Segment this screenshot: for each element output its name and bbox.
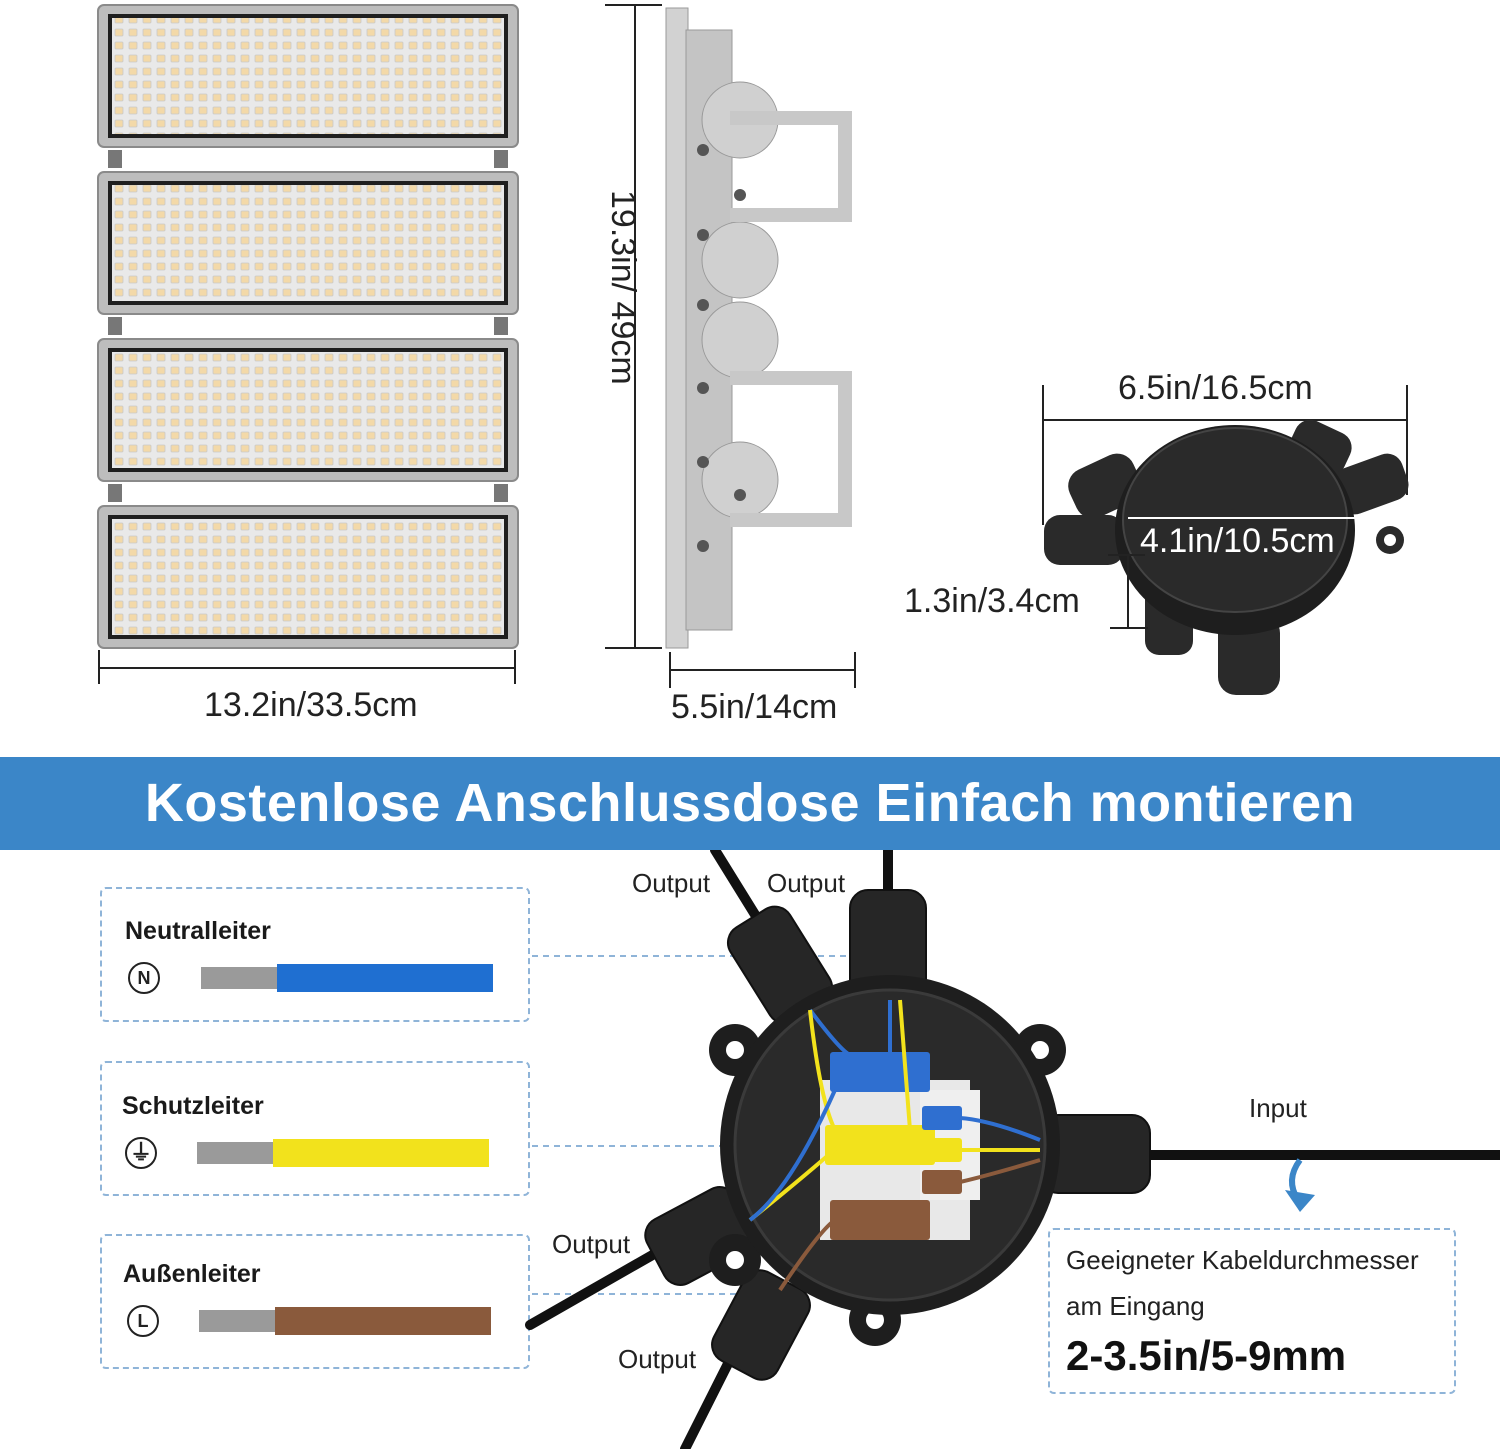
ground-wire-insulation (273, 1139, 489, 1167)
neutral-symbol-icon: N (128, 962, 160, 994)
cable-diameter-text-1: Geeigneter Kabeldurchmesser (1066, 1245, 1419, 1275)
banner-title: Kostenlose Anschlussdose Einfach montier… (144, 773, 1356, 833)
cable-diameter-text-2: am Eingang (1066, 1291, 1205, 1321)
cable-diameter-box (1048, 1228, 1456, 1394)
line-wire-label: Außenleiter (123, 1260, 261, 1288)
floodlight-front-view (97, 4, 519, 684)
neutral-wire-strip (201, 967, 277, 989)
junction-box-wiring-diagram (525, 850, 1500, 1449)
width-dimension-label: 13.2in/33.5cm (204, 686, 418, 724)
box-inner-dimension-label: 4.1in/10.5cm (1140, 522, 1335, 560)
height-dimension-label: 19.3in/ 49cm (604, 190, 642, 385)
depth-dimension-label: 5.5in/14cm (671, 688, 838, 726)
junction-box-top-view (1042, 385, 1409, 695)
led-panel-2 (97, 171, 519, 315)
neutral-wire-label: Neutralleiter (125, 917, 271, 945)
line-wire-box (100, 1234, 530, 1369)
output-label-top-left: Output (632, 868, 711, 898)
led-panel-1 (97, 4, 519, 148)
floodlight-side-view (605, 4, 856, 688)
output-label-top-right: Output (767, 868, 846, 898)
ground-wire-box (100, 1061, 530, 1196)
led-panel-3 (97, 338, 519, 482)
output-label-left: Output (552, 1229, 631, 1259)
line-wire-strip (199, 1310, 275, 1332)
ground-icon: ⏚ (125, 1137, 157, 1169)
box-height-dimension-line (1108, 554, 1148, 629)
neutral-wire-insulation (277, 964, 493, 992)
cable-diameter-value: 2-3.5in/5-9mm (1066, 1332, 1347, 1379)
ground-wire (197, 1139, 489, 1167)
width-dimension-line (98, 650, 516, 684)
box-width-dimension-line (1042, 385, 1408, 525)
input-label: Input (1249, 1093, 1307, 1123)
depth-dimension-line (669, 652, 856, 688)
height-dimension-line (605, 4, 662, 649)
banner (0, 757, 1500, 850)
output-label-bottom: Output (618, 1344, 697, 1374)
ground-wire-strip (197, 1142, 273, 1164)
line-symbol-icon: L (127, 1305, 159, 1337)
ground-wire-label: Schutzleiter (122, 1092, 264, 1120)
box-width-dimension-label: 6.5in/16.5cm (1118, 369, 1313, 407)
line-wire (199, 1307, 491, 1335)
led-panel-4 (97, 505, 519, 649)
neutral-wire (201, 964, 493, 992)
box-height-dimension-label: 1.3in/3.4cm (904, 582, 1080, 620)
neutral-wire-box (100, 887, 530, 1022)
line-wire-insulation (275, 1307, 491, 1335)
